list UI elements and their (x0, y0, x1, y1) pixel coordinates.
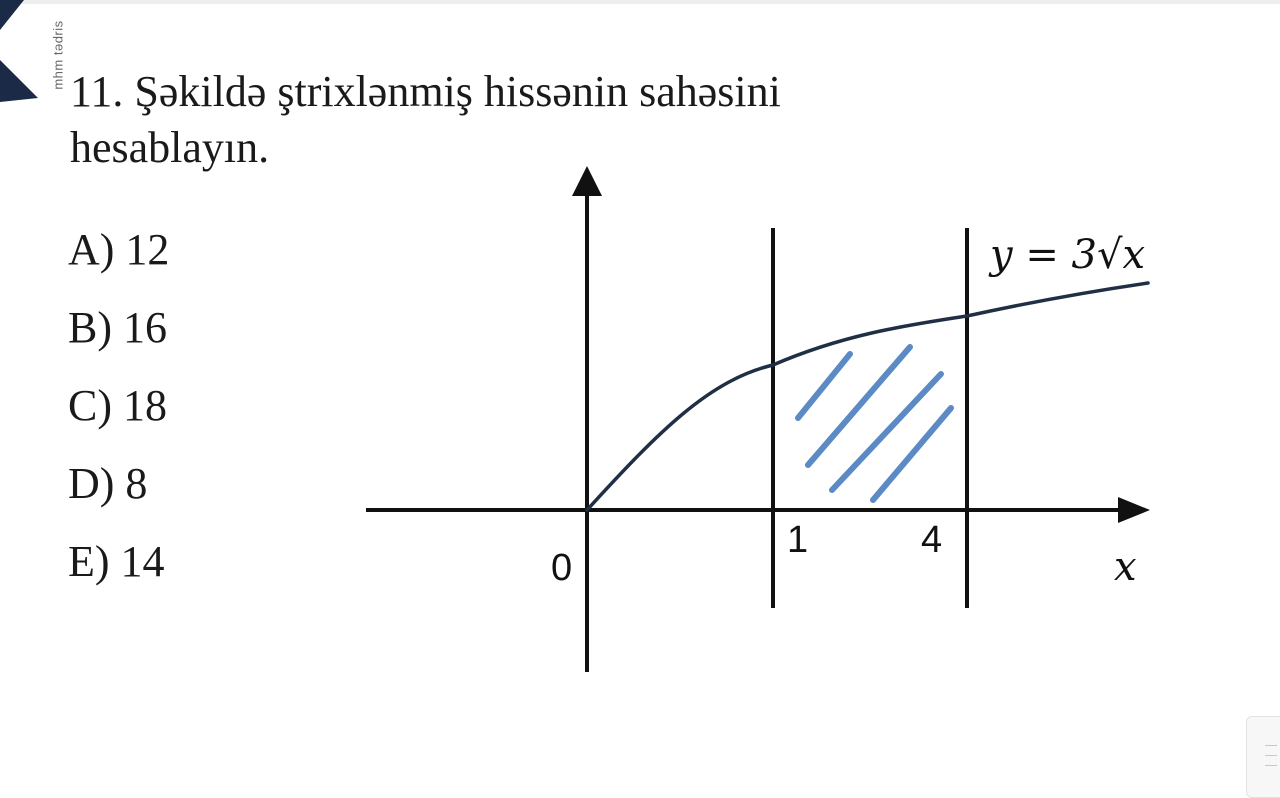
hatch-stroke (870, 405, 954, 503)
bound-left-label: 1 (787, 519, 808, 561)
y-axis-arrow-icon (572, 166, 602, 196)
question-text: 11. Şəkildə ştrixlənmiş hissənin sahəsin… (70, 64, 781, 176)
scroll-grip-line (1265, 755, 1277, 756)
hatched-region (795, 344, 954, 503)
answer-options: A) 12 B) 16 C) 18 D) 8 E) 14 (68, 220, 169, 610)
scroll-grip-line (1265, 765, 1277, 766)
scroll-handle-icon[interactable] (1246, 716, 1280, 798)
question-line-1: 11. Şəkildə ştrixlənmiş hissənin sahəsin… (70, 67, 781, 116)
scroll-grip-line (1265, 745, 1277, 746)
hatch-stroke (795, 351, 853, 421)
option-e[interactable]: E) 14 (68, 537, 165, 586)
option-a[interactable]: A) 12 (68, 225, 170, 274)
hatch-stroke (805, 344, 913, 468)
option-d[interactable]: D) 8 (68, 459, 148, 508)
option-b[interactable]: B) 16 (68, 303, 167, 352)
function-curve (585, 281, 1150, 512)
option-c[interactable]: C) 18 (68, 381, 167, 430)
bound-right-label: 4 (921, 519, 942, 561)
brand-logo-icon (0, 0, 38, 102)
x-axis-arrow-icon (1118, 497, 1150, 523)
hatch-stroke (829, 371, 944, 493)
origin-label: 0 (551, 547, 572, 589)
x-axis-label: x (1114, 544, 1137, 590)
question-line-2: hesablayın. (70, 123, 270, 172)
top-rule (0, 0, 1280, 4)
function-label: y = 3√x (988, 232, 1145, 278)
